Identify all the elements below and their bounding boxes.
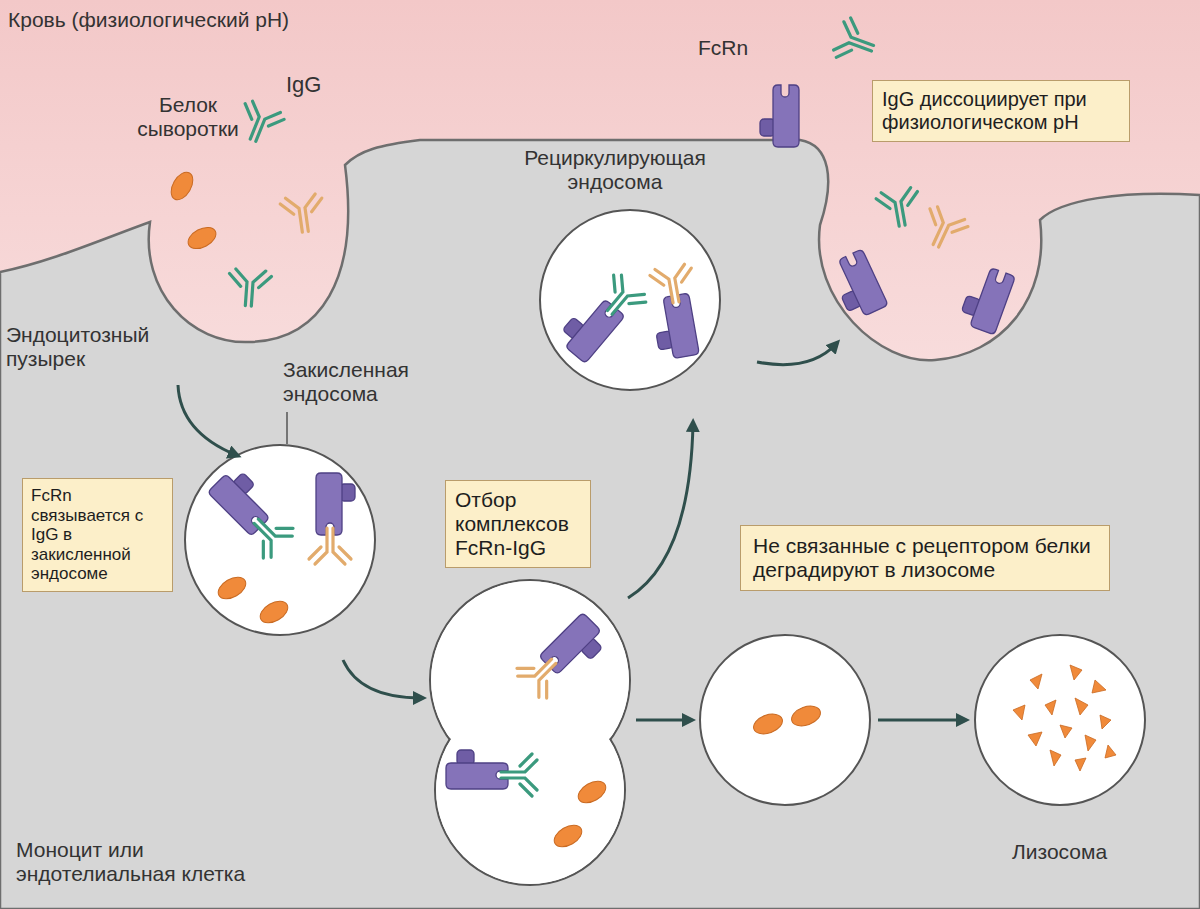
serum-protein	[185, 223, 220, 253]
note-box: Не связанные с рецептором белки деградир…	[740, 525, 1110, 591]
protein-fragment	[1075, 758, 1086, 771]
pathway-arrow	[757, 344, 836, 365]
acidified-endosome	[185, 445, 375, 635]
label-text: Моноцит или эндотелиальная клетка	[16, 838, 281, 886]
pathway-arrow	[636, 719, 690, 722]
lysosome	[975, 635, 1145, 805]
protein-fragment	[1070, 665, 1082, 680]
label-box: Лизосома	[1012, 840, 1152, 864]
note-text: Не связанные с рецептором белки деградир…	[753, 534, 1097, 582]
antibody-green	[227, 269, 271, 308]
serum-protein	[789, 702, 823, 729]
label-box: Кровь (физиологический pH)	[8, 8, 428, 32]
label-box: Моноцит или эндотелиальная клетка	[16, 838, 281, 886]
protein-fragment	[1050, 750, 1061, 766]
label-box: Эндоцитозный пузырек	[6, 323, 156, 371]
protein-fragment	[1075, 698, 1088, 715]
sorting-endosome-fill	[436, 696, 624, 884]
label-box: Белок сыворотки	[118, 93, 258, 141]
antibody-orange	[917, 204, 970, 254]
note-text: Отбор комплексов FcRn-IgG	[455, 488, 581, 560]
note-box: Отбор комплексов FcRn-IgG	[445, 480, 591, 568]
antibody-green	[832, 16, 880, 68]
protein-fragment	[1060, 725, 1072, 738]
serum-protein	[215, 573, 250, 604]
antibody-green	[234, 99, 286, 148]
fcrn-igg-complex	[446, 750, 537, 796]
serum-protein	[575, 777, 610, 808]
protein-fragment	[1100, 715, 1111, 729]
label-text: Лизосома	[1012, 840, 1107, 864]
protein-fragment	[1030, 674, 1042, 689]
fcrn-igg-complex	[309, 473, 355, 564]
fcrn-receptor	[827, 249, 889, 322]
pathway-arrow	[878, 719, 964, 722]
pathway-arrow	[628, 424, 693, 598]
fcrn-receptor	[760, 85, 799, 147]
note-box: IgG диссоциирует при физиологическом pH	[872, 80, 1130, 142]
note-box: FcRn связывается с IgG в закисленной энд…	[22, 478, 173, 592]
label-text: Рециркулирующая эндосома	[490, 146, 740, 194]
pathway-arrow	[178, 385, 236, 455]
protein-fragment	[1045, 700, 1056, 715]
label-box: Рециркулирующая эндосома	[490, 146, 740, 194]
label-text: Закисленная эндосома	[283, 358, 473, 406]
antibody-green	[875, 187, 923, 230]
serum-protein	[551, 821, 586, 852]
label-box: FcRn	[698, 36, 768, 60]
protein-fragment	[1092, 680, 1106, 693]
fcrn-igg-complex	[203, 465, 300, 562]
leader-line	[286, 412, 288, 444]
protein-fragment	[1028, 732, 1042, 746]
fcrn-igg-complex	[645, 263, 706, 361]
label-box: IgG	[286, 72, 346, 98]
pathway-arrow	[343, 660, 421, 698]
fcrn-igg-complex	[513, 608, 610, 705]
antibody-orange	[280, 193, 327, 234]
protein-fragment	[1085, 735, 1096, 751]
transport-vesicle	[700, 635, 870, 805]
serum-protein	[751, 710, 785, 737]
label-box: Закисленная эндосома	[283, 358, 473, 406]
label-text: IgG	[286, 72, 321, 97]
label-text: Белок сыворотки	[118, 93, 258, 141]
label-text: Эндоцитозный пузырек	[6, 323, 156, 371]
cell-membrane	[0, 140, 1200, 909]
note-text: FcRn связывается с IgG в закисленной энд…	[31, 486, 164, 584]
fcrn-receptor	[958, 263, 1016, 335]
protein-fragment	[1105, 745, 1116, 758]
recycling-endosome	[540, 210, 720, 390]
serum-protein	[257, 597, 292, 628]
fcrn-igg-complex	[555, 269, 649, 368]
protein-fragments	[1013, 665, 1116, 771]
note-text: IgG диссоциирует при физиологическом pH	[882, 88, 1120, 134]
serum-protein	[167, 169, 198, 204]
protein-fragment	[1013, 705, 1025, 720]
label-text: Кровь (физиологический pH)	[8, 8, 289, 32]
label-text: FcRn	[698, 36, 748, 60]
